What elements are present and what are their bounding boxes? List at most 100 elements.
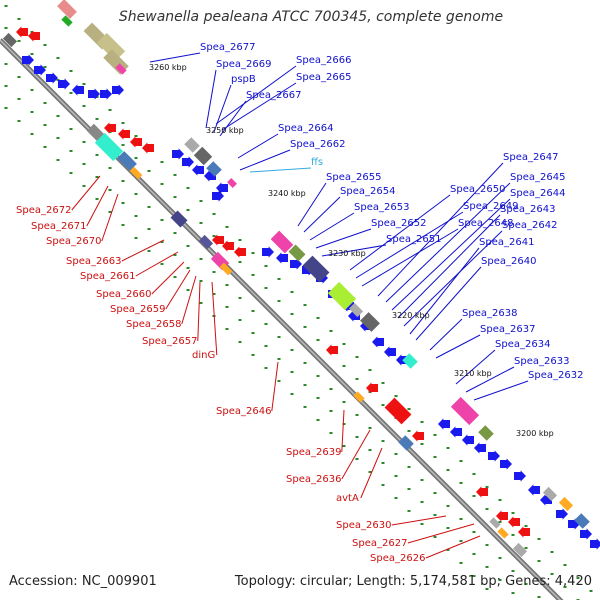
label-leader	[249, 167, 312, 173]
gene-label-forward: Spea_2648	[458, 218, 513, 229]
tick-dot	[381, 484, 385, 486]
forward-gene-arrow	[514, 470, 526, 482]
gene-label-reverse: Spea_2657	[142, 336, 197, 347]
label-leader	[360, 447, 383, 499]
gene-label-reverse: Spea_2670	[46, 236, 101, 247]
label-leader	[409, 247, 480, 335]
label-leader	[361, 228, 459, 287]
gene-features	[2, 0, 600, 558]
tick-dot	[433, 434, 437, 436]
tick-dot	[121, 144, 125, 146]
tick-dot	[30, 53, 34, 55]
tick-dot	[56, 159, 60, 161]
tick-dot	[121, 122, 125, 124]
tick-dot	[589, 590, 593, 592]
label-leader	[341, 429, 371, 480]
forward-gene-arrow	[580, 528, 592, 540]
tick-dot	[212, 213, 216, 215]
gene-feature-box	[96, 32, 126, 62]
tick-dot	[4, 5, 8, 7]
gene-feature-box	[384, 397, 412, 425]
label-leader	[415, 266, 482, 341]
tick-dot	[186, 245, 190, 247]
tick-marks	[4, 5, 593, 600]
reverse-gene-arrow	[518, 526, 530, 538]
tick-dot	[446, 527, 450, 529]
tick-dot	[173, 174, 177, 176]
tick-dot	[186, 267, 190, 269]
gene-label-reverse: avtA	[336, 493, 359, 504]
gene-label-forward: Spea_2655	[326, 172, 381, 183]
tick-dot	[407, 488, 411, 490]
forward-gene-arrow	[488, 450, 500, 462]
gene-feature-box	[206, 161, 222, 177]
tick-dot	[316, 419, 320, 421]
forward-gene-arrow	[212, 190, 224, 202]
forward-gene-arrow	[172, 148, 184, 160]
tick-dot	[69, 70, 73, 72]
label-leader	[391, 198, 511, 311]
forward-gene-arrow	[500, 458, 512, 470]
tick-dot	[316, 397, 320, 399]
tick-dot	[407, 466, 411, 468]
label-leader	[321, 244, 387, 257]
tick-dot	[485, 486, 489, 488]
tick-dot	[277, 300, 281, 302]
tick-dot	[264, 367, 268, 369]
tick-dot	[537, 538, 541, 540]
gene-feature-box	[478, 425, 494, 441]
tick-dot	[550, 551, 554, 553]
gene-feature-box	[2, 32, 18, 48]
tick-dot	[264, 265, 268, 267]
tick-dot	[199, 302, 203, 304]
reverse-gene-arrow	[462, 434, 474, 446]
tick-dot	[459, 518, 463, 520]
tick-dot	[485, 588, 489, 590]
label-leader	[297, 182, 327, 227]
tick-dot	[420, 479, 424, 481]
tick-dot	[394, 475, 398, 477]
tick-dot	[160, 263, 164, 265]
tick-dot	[277, 358, 281, 360]
tick-dot	[524, 547, 528, 549]
tick-dot	[82, 141, 86, 143]
tick-dot	[251, 354, 255, 356]
gene-label-reverse: Spea_2636	[286, 474, 341, 485]
tick-dot	[69, 128, 73, 130]
gene-label-forward: Spea_2652	[371, 218, 426, 229]
tick-dot	[511, 570, 515, 572]
tick-dot	[485, 566, 489, 568]
tick-dot	[199, 280, 203, 282]
tick-dot	[134, 157, 138, 159]
gene-feature-box	[353, 391, 365, 403]
kbp-scale-label: 3220 kbp	[392, 311, 430, 320]
tick-dot	[446, 447, 450, 449]
tick-dot	[82, 185, 86, 187]
reverse-gene-arrow	[508, 516, 520, 528]
forward-gene-arrow	[182, 156, 194, 168]
gene-label-forward: Spea_2669	[216, 59, 271, 70]
gene-label-reverse: Spea_2660	[96, 289, 151, 300]
tick-dot	[69, 172, 73, 174]
tick-dot	[498, 521, 502, 523]
label-leader	[219, 100, 247, 137]
label-leader	[101, 193, 119, 242]
tick-dot	[511, 534, 515, 536]
tick-dot	[446, 549, 450, 551]
tick-dot	[342, 365, 346, 367]
tick-dot	[173, 276, 177, 278]
gene-feature-box	[542, 486, 558, 502]
forward-gene-arrow	[34, 64, 46, 76]
forward-gene-arrow	[88, 88, 100, 100]
tick-dot	[147, 250, 151, 252]
reverse-gene-arrow	[372, 336, 384, 348]
tick-dot	[43, 124, 47, 126]
forward-gene-arrow	[556, 508, 568, 520]
tick-dot	[82, 163, 86, 165]
tick-dot	[524, 583, 528, 585]
tick-dot	[524, 525, 528, 527]
label-leader	[455, 349, 496, 385]
tick-dot	[420, 421, 424, 423]
gene-label-reverse: Spea_2646	[216, 406, 271, 417]
